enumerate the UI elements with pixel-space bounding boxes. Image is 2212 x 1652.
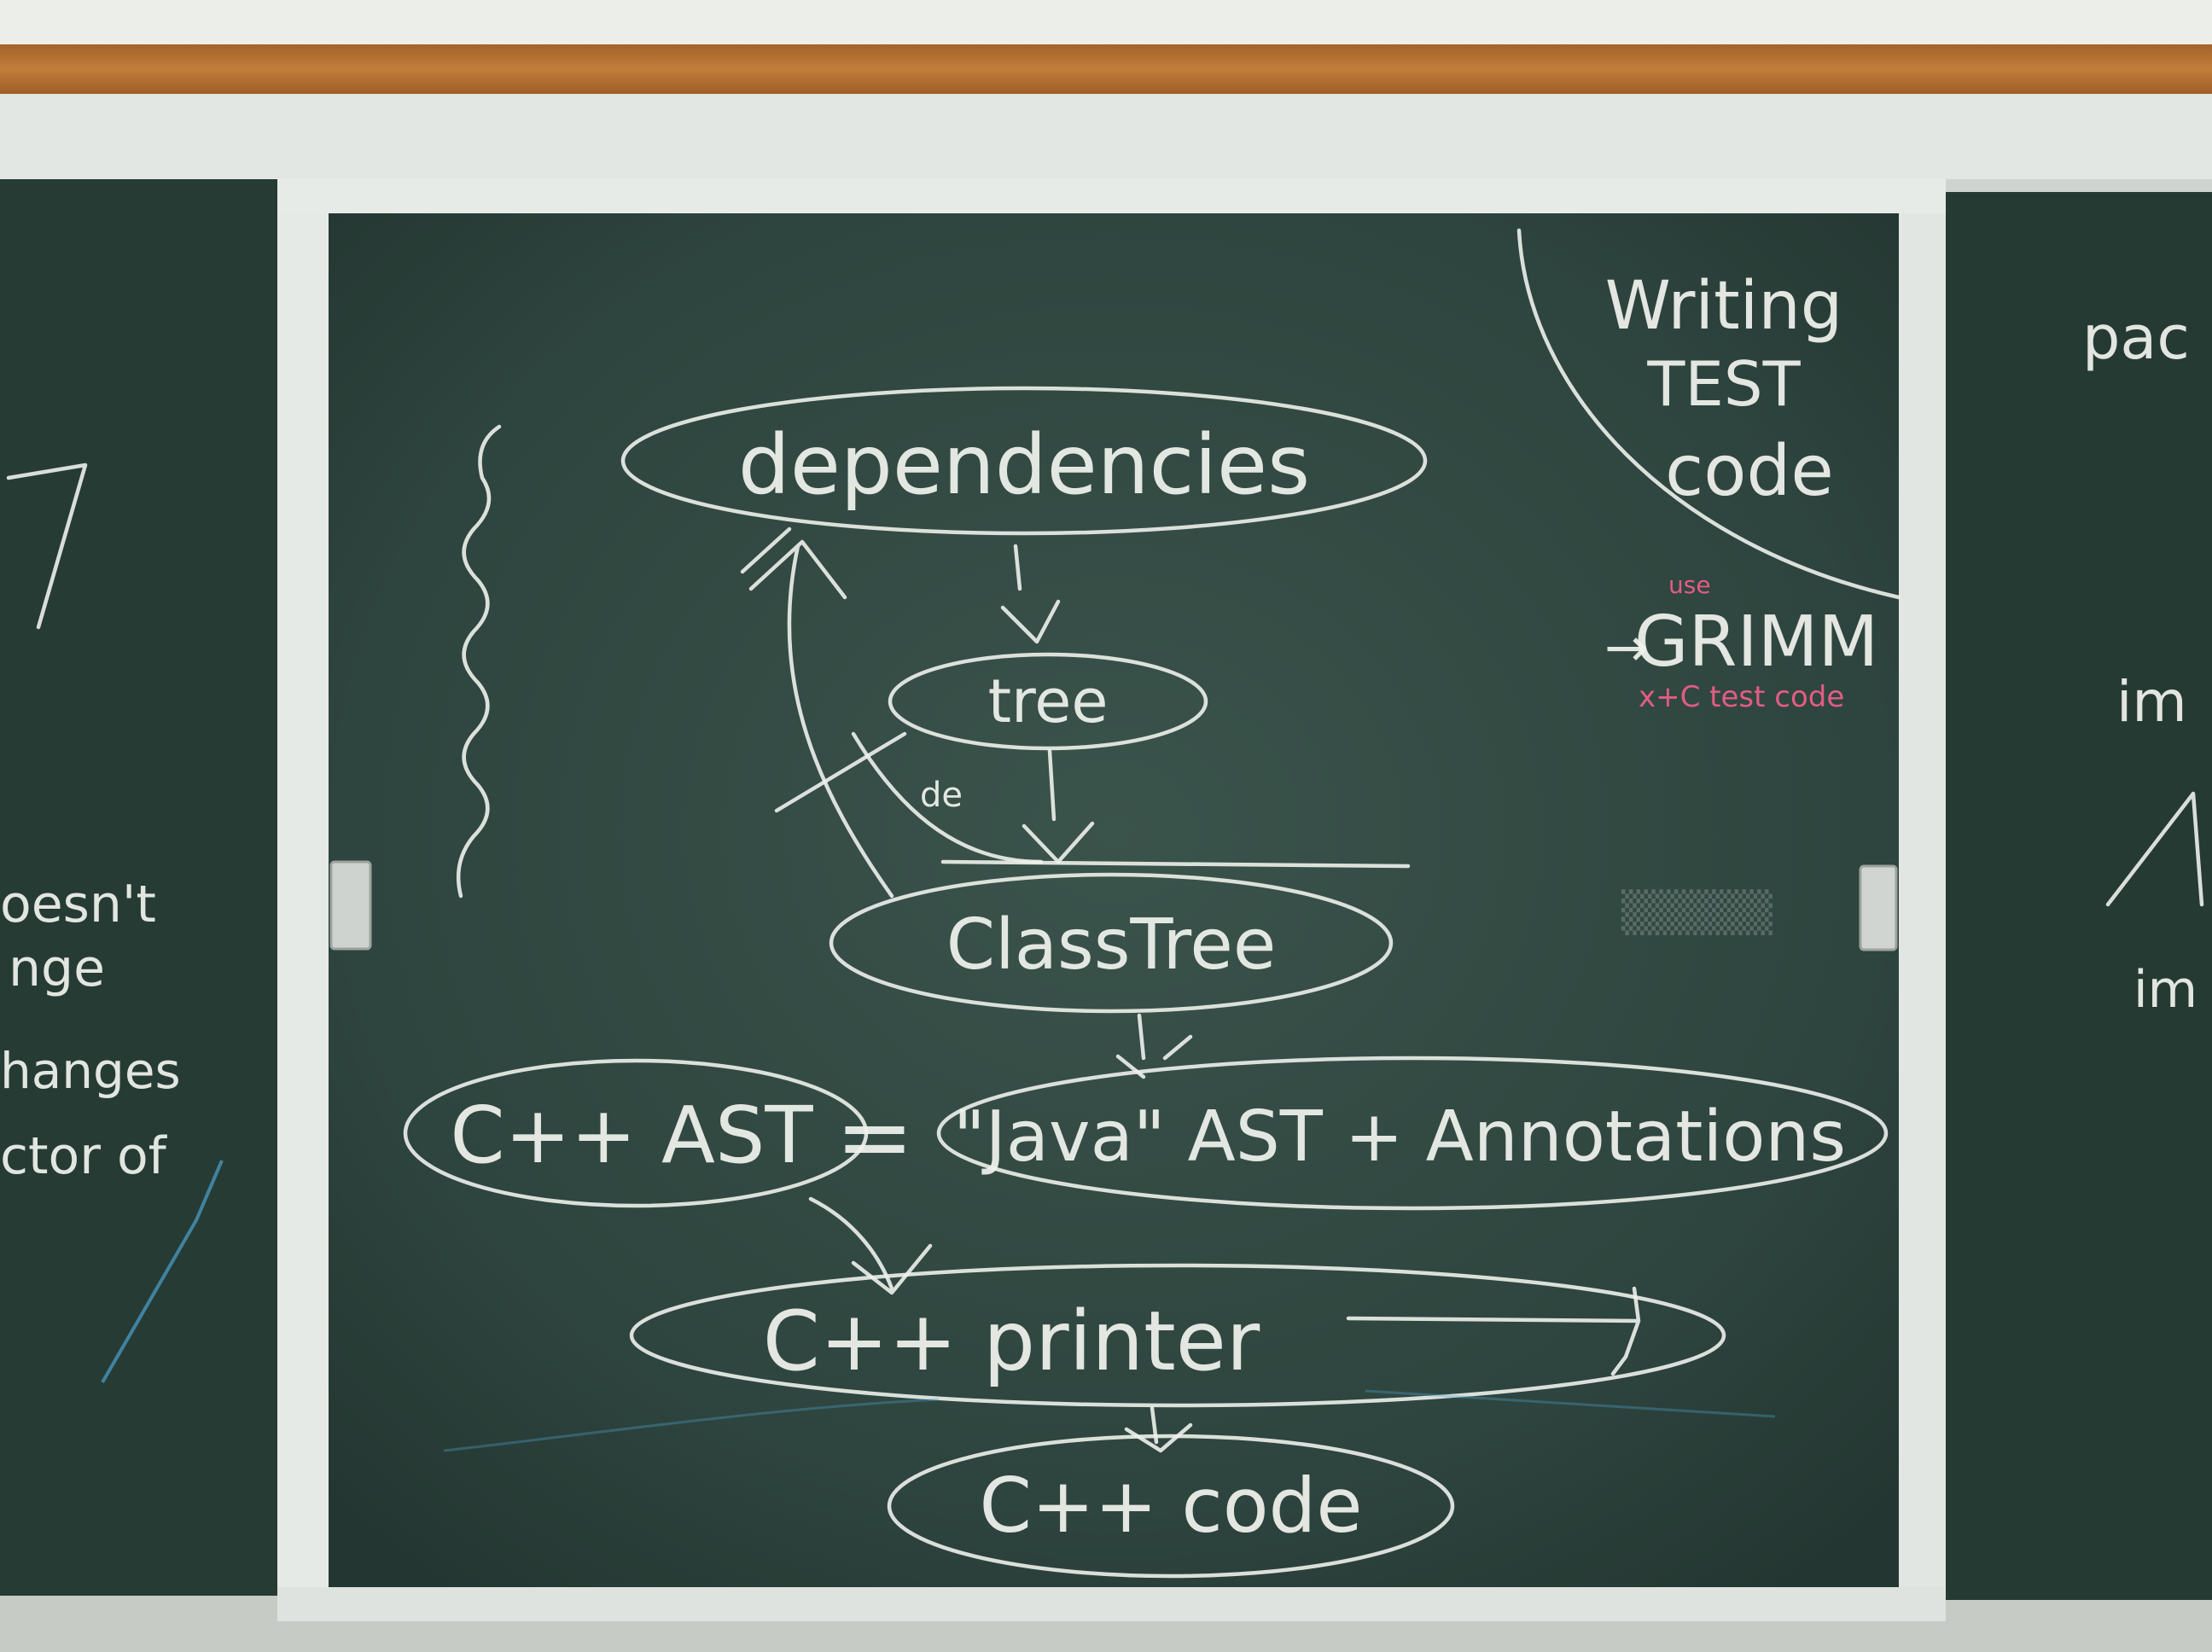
blue-scribble-bottom — [443, 1389, 1776, 1452]
faint-erased-writing: ▒▒▒▒▒ — [1621, 889, 1773, 936]
left-panel-line2: nge — [9, 939, 105, 998]
upper-frame — [0, 94, 2212, 179]
side-note-arc — [1516, 228, 1901, 600]
cpp-code-bubble — [887, 1434, 1455, 1579]
cork-strip — [0, 44, 2212, 94]
right-panel-word1: pac — [2082, 303, 2190, 373]
grimm-pink-top: use — [1668, 571, 1711, 599]
cpp-ast-bubble — [403, 1058, 869, 1208]
cpp-ast-label: C++ AST — [450, 1090, 813, 1181]
left-hinge — [329, 860, 372, 951]
java-ast-label: "Java" AST + Annotations — [953, 1096, 1846, 1178]
dependencies-bubble — [620, 386, 1428, 536]
left-panel-line1: oesn't — [0, 875, 156, 934]
main-chalkboard — [329, 213, 1899, 1587]
cpp-printer-bubble — [629, 1263, 1726, 1408]
arrow-deps-to-tree — [1000, 544, 1061, 644]
side-note-line3: code — [1665, 431, 1834, 512]
right-panel-word3: im — [2133, 960, 2197, 1020]
equals-sign: = — [835, 1082, 914, 1191]
left-panel-line4: ctor of — [0, 1126, 168, 1186]
left-board — [0, 179, 277, 1596]
cpp-printer-label: C++ printer — [763, 1294, 1260, 1389]
printer-loop-arrow — [1346, 1286, 1641, 1376]
grimm-pink-bottom: x+C test code — [1639, 680, 1844, 714]
left-frame-rail — [277, 179, 329, 1621]
right-hinge — [1859, 864, 1898, 951]
faint-arc — [851, 731, 1044, 864]
left-squiggle — [456, 424, 502, 899]
blue-scribble-left — [101, 1160, 224, 1384]
grimm-arrow: → — [1604, 616, 1649, 678]
tree-bubble — [888, 652, 1208, 751]
tree-label: tree — [988, 666, 1109, 736]
right-board — [1944, 192, 2212, 1600]
grimm-label: GRIMM — [1634, 602, 1878, 683]
curved-arrow-back-to-dependencies — [740, 526, 894, 899]
wall — [0, 0, 2212, 51]
dependencies-label: dependencies — [738, 417, 1310, 513]
right-panel-triangle — [2105, 791, 2204, 907]
cpp-code-label: C++ code — [979, 1462, 1362, 1550]
right-panel-word2: im — [2116, 669, 2187, 735]
classtree-label: ClassTree — [946, 905, 1277, 986]
right-frame-rail — [1899, 188, 1946, 1621]
small-de-note: de — [920, 776, 963, 815]
java-ast-bubble — [936, 1056, 1889, 1211]
side-note-line1: Writing — [1605, 268, 1843, 345]
crossing-stroke — [774, 731, 907, 813]
side-note-line2: TEST — [1646, 348, 1801, 420]
center-frame-top — [277, 179, 1946, 213]
left-panel-seven — [6, 462, 88, 630]
center-frame-bottom — [277, 1587, 1946, 1621]
classtree-bubble — [829, 872, 1394, 1014]
left-panel-line3: hanges — [0, 1042, 181, 1100]
